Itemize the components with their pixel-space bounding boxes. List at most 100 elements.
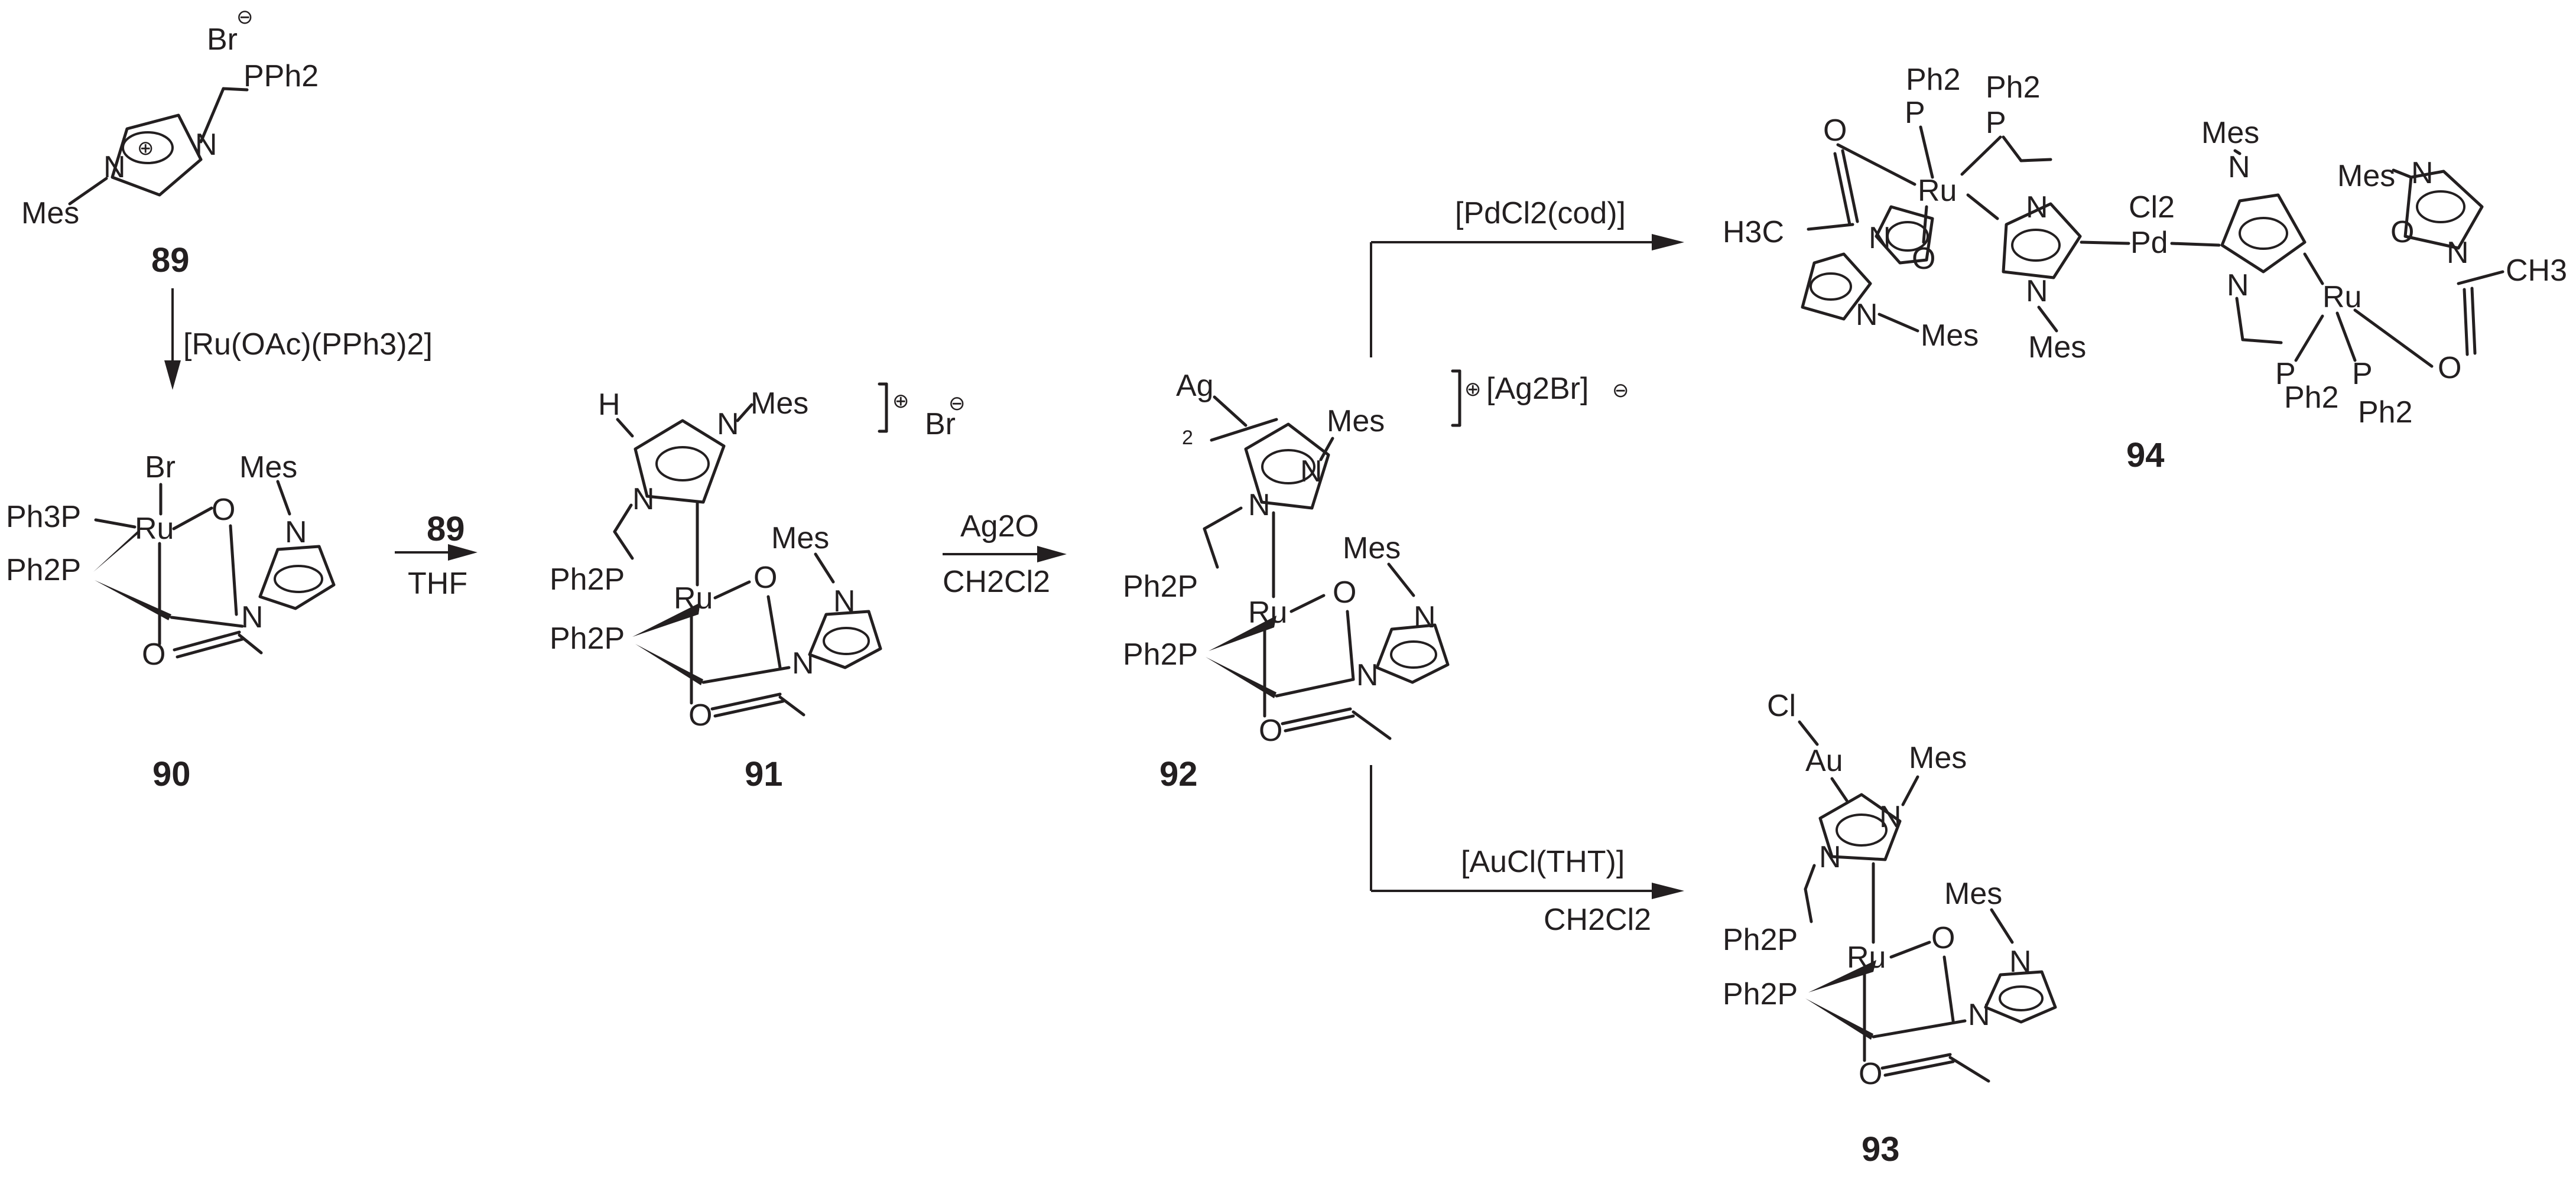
atom-n: N: [195, 128, 217, 162]
atom-ph2: Ph2: [1906, 63, 1961, 97]
atom-pph2: PPh2: [243, 59, 319, 93]
atom-p: P: [2275, 357, 2296, 391]
atom-ph2p: Ph2P: [1123, 570, 1198, 604]
atom-mes: Mes: [2337, 159, 2395, 193]
arrowhead: [448, 544, 477, 561]
atom-mes: Mes: [2201, 116, 2259, 150]
atom-n: N: [103, 150, 126, 184]
compound-93-label: 93: [1862, 1130, 1900, 1169]
reagent-ch2cl2: CH2Cl2: [943, 565, 1050, 599]
atom-mes: Mes: [1944, 877, 2002, 911]
atom-mes: Mes: [1921, 318, 1979, 353]
atom-cl2: Cl2: [2129, 190, 2175, 224]
reagent-ru-oac: [Ru(OAc)(PPh3)2]: [183, 327, 433, 362]
atom-o: O: [212, 493, 235, 527]
arrowhead: [164, 360, 181, 390]
atom-n: N: [717, 407, 739, 441]
atom-n: N: [2026, 190, 2048, 224]
atom-o: O: [688, 698, 712, 733]
reagent-ag2o: Ag2O: [960, 509, 1039, 544]
reagent-pdcl2: [PdCl2(cod)]: [1455, 196, 1626, 230]
atom-o: O: [1859, 1057, 1882, 1091]
atom-ph3p: Ph3P: [6, 500, 81, 534]
atom-o: O: [2390, 215, 2414, 249]
atom-mes: Mes: [21, 196, 79, 230]
atom-o: O: [1333, 575, 1356, 610]
compound-89-label: 89: [151, 241, 190, 279]
atom-o: O: [753, 561, 777, 595]
atom-o: O: [142, 637, 165, 672]
atom-n: N: [1248, 488, 1271, 522]
atom-p: P: [1905, 96, 1925, 130]
atom-o: O: [2438, 351, 2461, 385]
atom-n: N: [1414, 600, 1436, 634]
charge-plus: ⊕: [1464, 378, 1482, 401]
atom-o: O: [1259, 714, 1282, 748]
atom-n: N: [2228, 150, 2250, 184]
atom-ph2: Ph2: [1986, 70, 2041, 105]
anion-ag2br: [Ag2Br]: [1486, 372, 1589, 406]
atom-n: N: [1819, 840, 1841, 874]
atom-ph2p: Ph2P: [1723, 923, 1798, 957]
charge-minus: ⊖: [948, 392, 966, 415]
atom-ph2p: Ph2P: [6, 553, 81, 587]
atom-br: Br: [207, 22, 238, 57]
atom-au: Au: [1805, 744, 1843, 778]
atom-n: N: [1356, 658, 1379, 692]
atom-n: N: [1879, 800, 1902, 834]
atom-ph2p: Ph2P: [1123, 637, 1198, 672]
charge-plus: ⊕: [892, 390, 909, 412]
atom-n: N: [2447, 236, 2469, 270]
atom-ph2: Ph2: [2284, 380, 2339, 415]
atom-o: O: [1912, 242, 1935, 276]
atom-p: P: [2352, 357, 2373, 391]
atom-h3c: H3C: [1723, 215, 1784, 249]
atom-ph2: Ph2: [2358, 395, 2413, 429]
atom-n: N: [632, 482, 655, 516]
atom-cl: Cl: [1767, 689, 1796, 723]
compound-90-structure: Br Ru Ph3P Ph2P O Mes N N O: [6, 450, 336, 672]
atom-mes: Mes: [239, 450, 297, 484]
subscript-2: 2: [1182, 427, 1193, 449]
atom-mes: Mes: [771, 521, 829, 555]
atom-mes: Mes: [751, 386, 808, 421]
reagent-aucl: [AuCl(THT)]: [1461, 845, 1625, 879]
atom-n: N: [241, 600, 264, 634]
atom-n: N: [2227, 268, 2249, 302]
atom-h: H: [598, 388, 621, 422]
atom-pd: Pd: [2130, 226, 2168, 260]
charge-minus: ⊖: [236, 6, 254, 28]
atom-ru: Ru: [2322, 280, 2361, 314]
atom-n: N: [2411, 156, 2434, 190]
atom-mes: Mes: [1909, 741, 1967, 775]
reagent-ch2cl2-2: CH2Cl2: [1544, 903, 1651, 937]
atom-o: O: [1823, 113, 1847, 148]
atom-br: Br: [145, 450, 176, 484]
atom-mes: Mes: [1327, 404, 1385, 438]
atom-o: O: [1931, 921, 1955, 955]
atom-ru: Ru: [135, 512, 174, 546]
atom-ph2p: Ph2P: [1723, 977, 1798, 1011]
atom-n: N: [285, 515, 307, 549]
atom-ru: Ru: [1918, 174, 1957, 208]
atom-n: N: [1869, 221, 1891, 255]
charge-plus: ⊕: [137, 137, 154, 160]
compound-91-label: 91: [745, 755, 783, 793]
arrowhead: [1652, 234, 1684, 250]
reagent-thf: THF: [408, 567, 467, 601]
atom-n: N: [2026, 274, 2048, 308]
compound-90-label: 90: [152, 755, 191, 793]
compound-92-structure: Ag 2 N N Mes Ph2P Ru Ph2P O Mes N N O: [1123, 369, 1629, 748]
atom-ph2p: Ph2P: [550, 562, 625, 597]
atom-mes: Mes: [1343, 531, 1401, 565]
charge-minus: ⊖: [1612, 379, 1629, 402]
compound-89-structure: N N ⊕ PPh2 Br ⊖ Mes: [21, 6, 319, 230]
arrowhead: [1037, 546, 1067, 562]
compound-94-label: 94: [2126, 436, 2165, 474]
arrowhead: [1652, 883, 1684, 899]
atom-ch3: CH3: [2506, 253, 2567, 288]
compound-94-structure: Ph2 P Ph2 P O Ru H3C O N N Mes N N Mes P…: [1723, 63, 2567, 429]
atom-mes: Mes: [2028, 330, 2086, 365]
atom-n: N: [1856, 298, 1878, 332]
